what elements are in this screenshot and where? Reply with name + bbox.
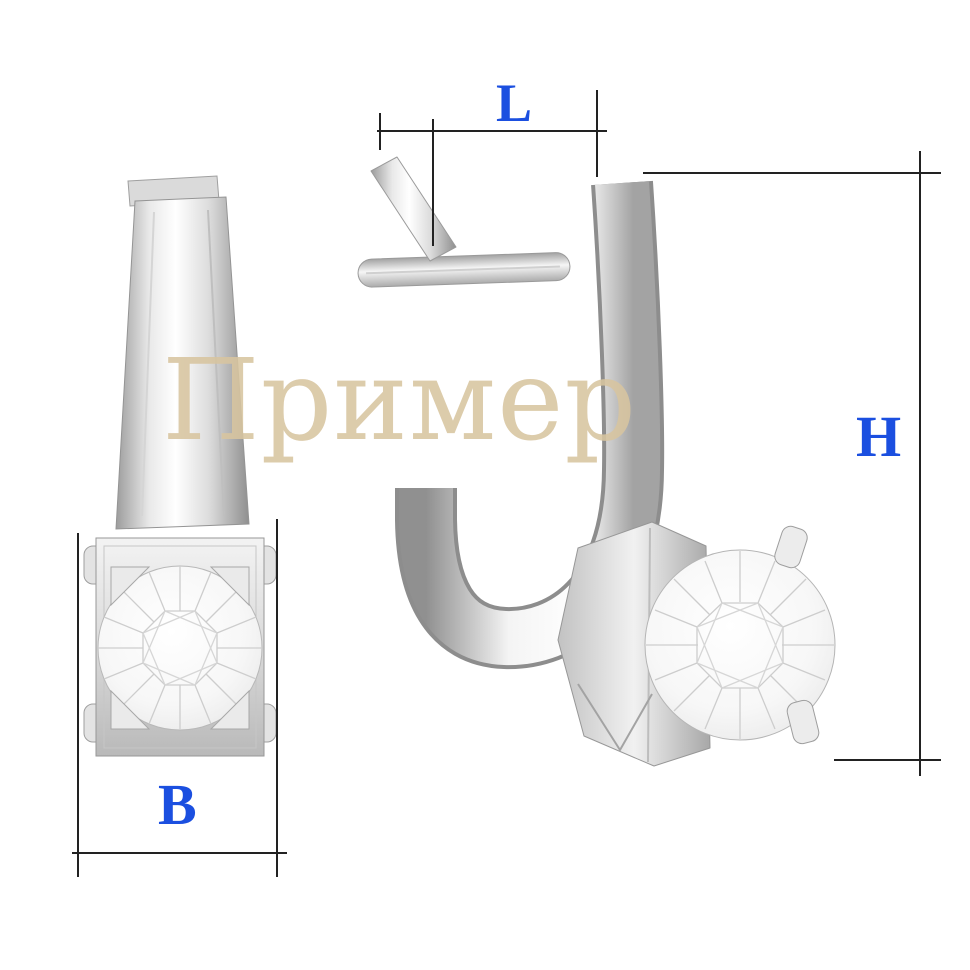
front-diamond: [97, 565, 263, 731]
earring-front-view: [83, 175, 277, 757]
side-lock-lever: [370, 156, 457, 262]
dimension-line-B: [72, 519, 287, 877]
dimension-label-B: B: [158, 772, 197, 837]
dimension-line-H: [643, 151, 941, 776]
dimension-label-L: L: [496, 73, 533, 133]
dimension-line-L: [377, 90, 607, 246]
earring-side-view: [357, 156, 836, 767]
side-pin: [357, 252, 571, 288]
dimension-label-H: H: [856, 404, 902, 469]
side-prongs: [774, 525, 820, 745]
side-diamond: [644, 549, 836, 741]
front-bar: [115, 196, 250, 530]
